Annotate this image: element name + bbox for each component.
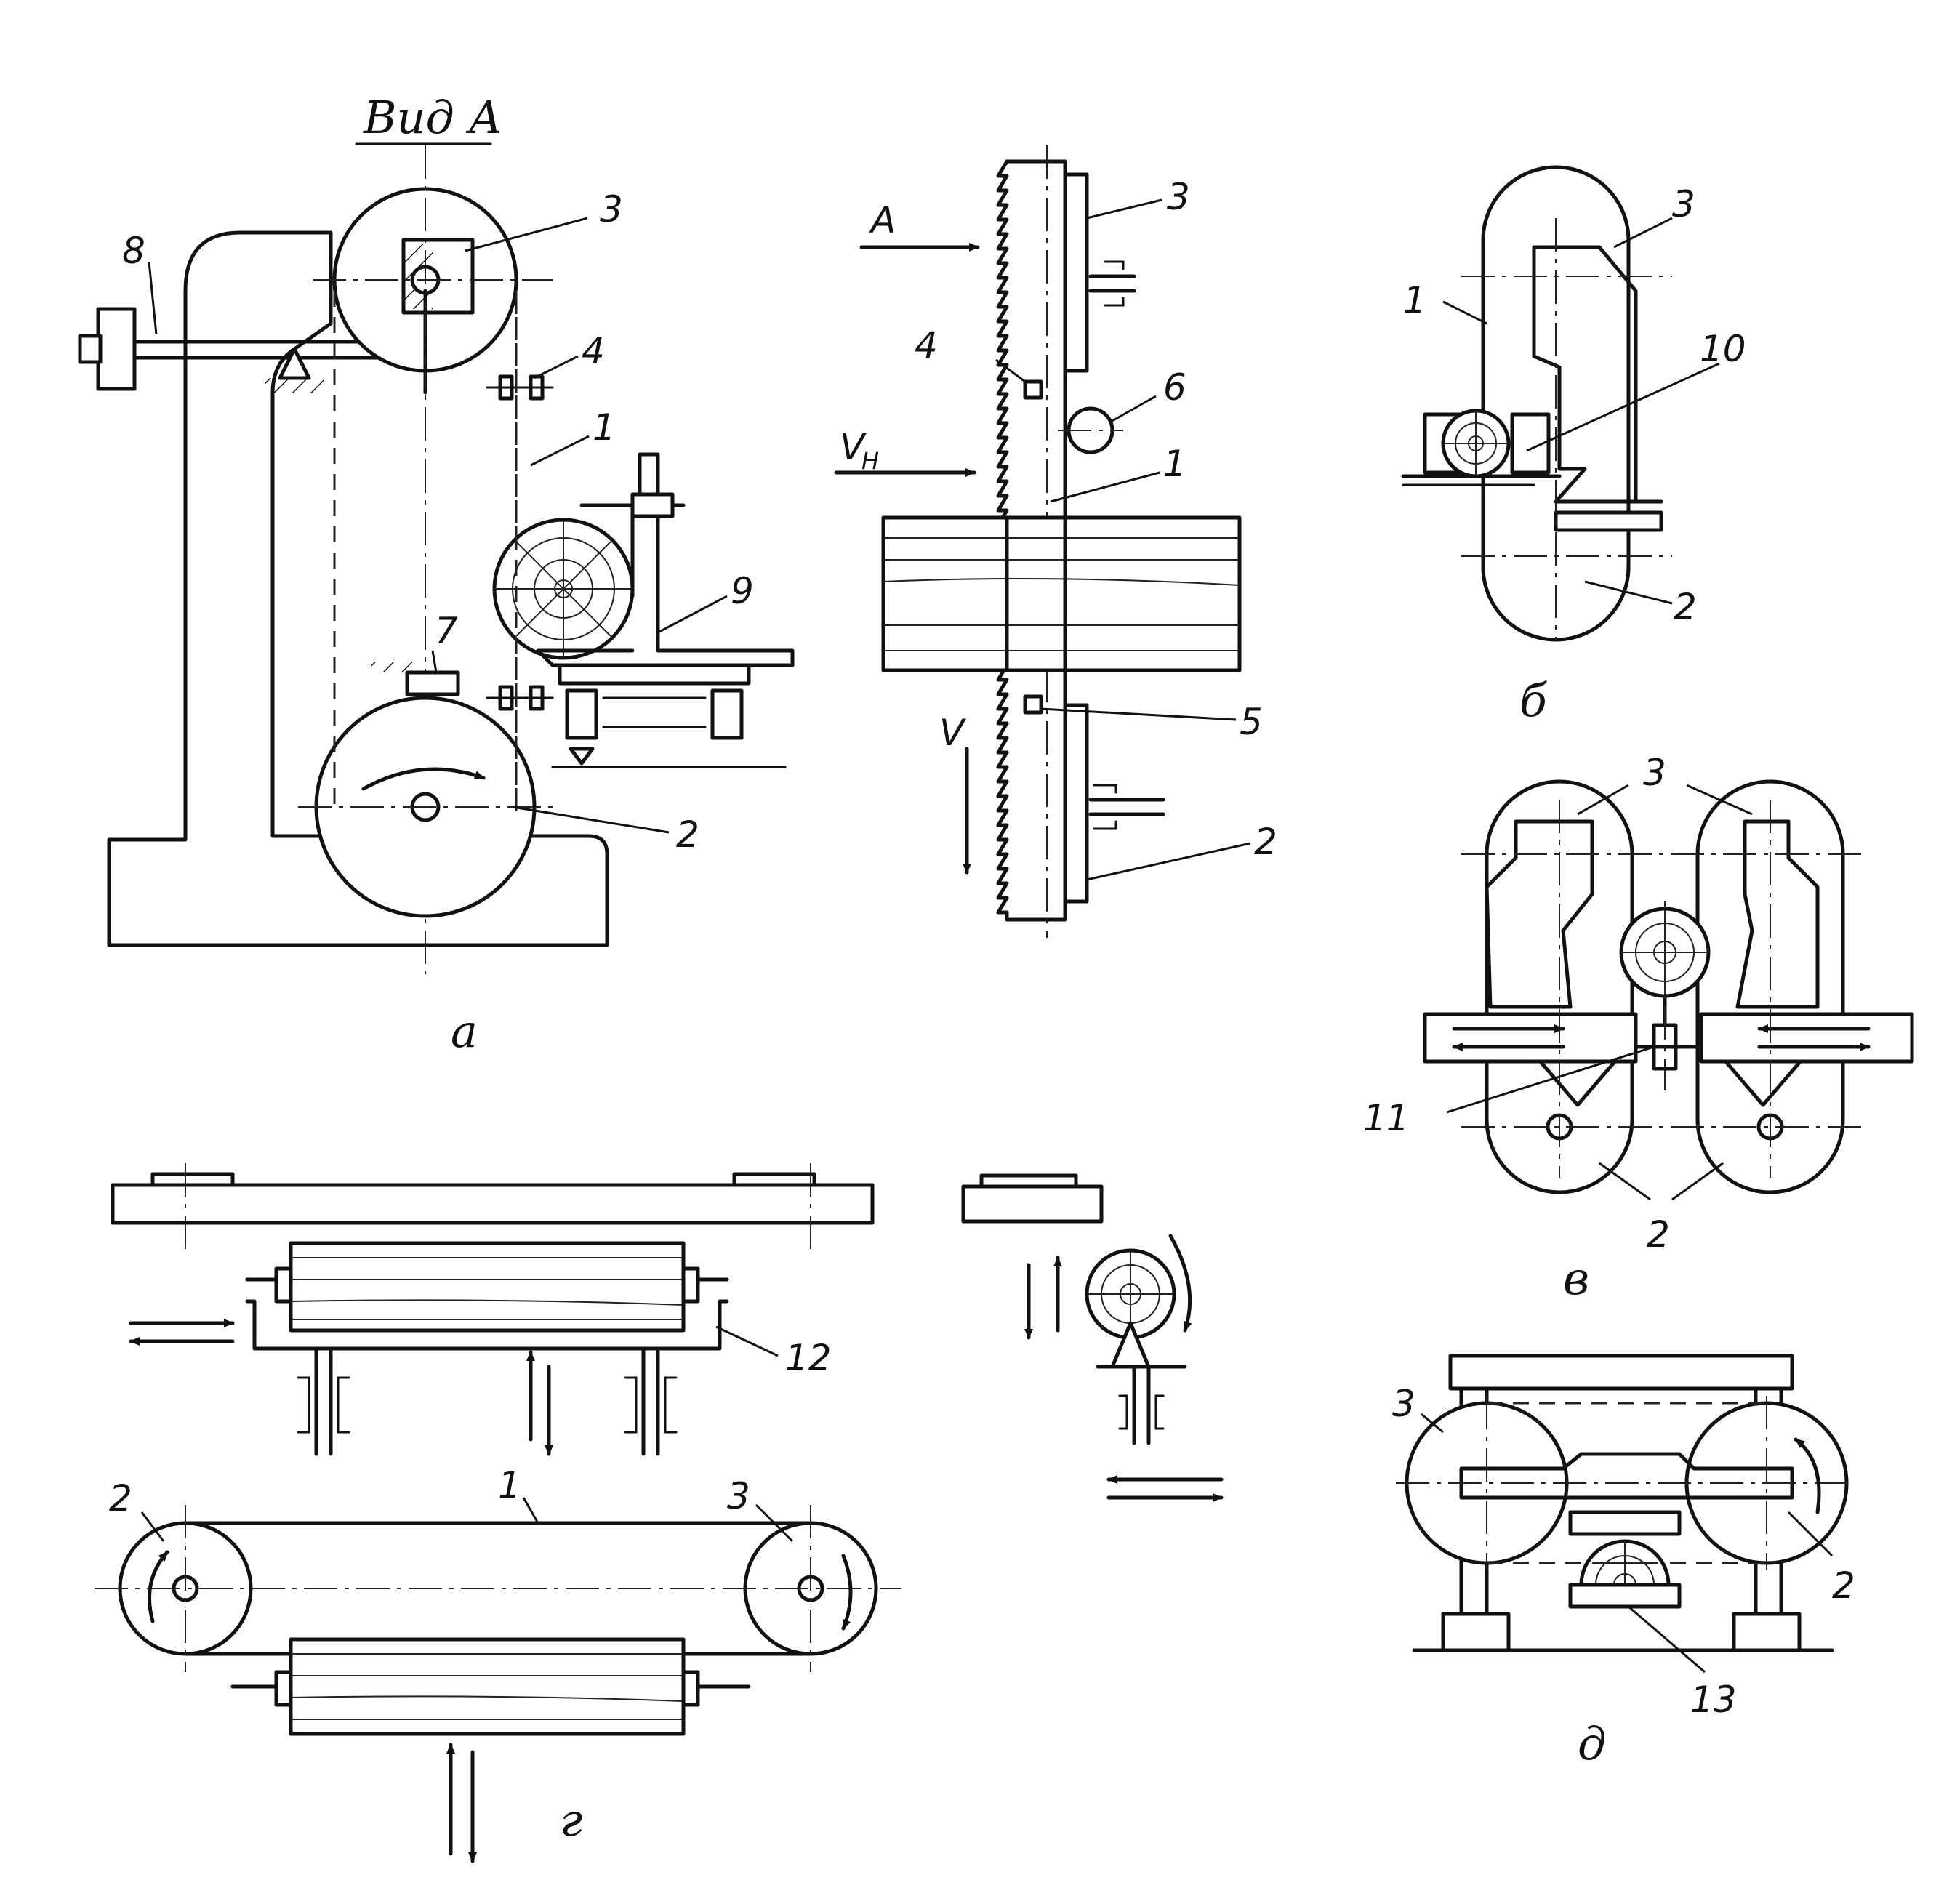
log-lower: [289, 1637, 686, 1736]
log-horizontal: [289, 1241, 686, 1333]
panel-label-d: д: [1578, 1717, 1606, 1770]
tension-shaft-hub: [78, 334, 103, 364]
rotation-arrow: [361, 767, 486, 791]
upper-clamp-d: [1568, 1510, 1682, 1536]
carriage-base: [558, 663, 751, 686]
label-3-g: 3: [727, 1475, 750, 1517]
blade-cleaner: [405, 670, 460, 696]
panel-g-horizontal-saw: [95, 1163, 1224, 1863]
tension-weight: [96, 307, 137, 391]
blade-front-view: [834, 145, 1251, 938]
frame-d: [1459, 1452, 1794, 1500]
upper-guide-block: [1023, 379, 1043, 400]
label-1-mid: 1: [1163, 443, 1186, 485]
label-3-b: 3: [1672, 183, 1695, 225]
label-4-mid: 4: [915, 324, 938, 366]
label-2-mid: 2: [1254, 821, 1277, 863]
label-2-a: 2: [676, 814, 699, 856]
lower-pulley-edge: [1063, 703, 1089, 904]
panel-b-single-saw: [1401, 165, 1720, 642]
saw-frame-b: [1532, 245, 1638, 504]
pivot-support: [278, 347, 311, 380]
panel-v-twin-saws: [1423, 779, 1914, 1201]
view-title: Вид А: [363, 91, 502, 144]
label-feed-speed-sub: Н: [861, 447, 879, 475]
label-feed-speed: V: [840, 426, 867, 468]
label-3-d: 3: [1392, 1383, 1415, 1425]
pivot-hatch: [265, 378, 324, 393]
right-saw-frame: [1735, 819, 1820, 1009]
label-3-a: 3: [600, 188, 623, 230]
top-beam: [111, 1183, 875, 1225]
label-1-a: 1: [593, 406, 616, 449]
label-cutting-speed: V: [939, 712, 967, 754]
log-front: [881, 515, 1242, 672]
upper-pulley-edge: [1063, 172, 1089, 373]
label-2-b: 2: [1674, 586, 1697, 628]
blade-teeth: [996, 159, 1009, 556]
roller-13: [1568, 1583, 1682, 1609]
label-2-g: 2: [109, 1477, 132, 1519]
panel-label-v: в: [1563, 1252, 1589, 1305]
panel-a-band-saw-side-view: [78, 145, 795, 974]
label-13: 13: [1690, 1679, 1737, 1721]
label-4-a: 4: [582, 330, 605, 372]
right-carriage: [1699, 1012, 1914, 1064]
label-9: 9: [731, 570, 754, 612]
label-8: 8: [122, 230, 145, 272]
panel-label-g: г: [560, 1793, 582, 1847]
label-3-v: 3: [1643, 752, 1666, 794]
label-11: 11: [1363, 1097, 1410, 1139]
label-7: 7: [435, 610, 458, 652]
table-12: [245, 1299, 729, 1351]
label-12: 12: [785, 1337, 832, 1379]
carriage-leg: [565, 688, 598, 740]
carriage-clamp-head: [630, 492, 675, 518]
top-beam-d: [1448, 1354, 1794, 1391]
label-1-g: 1: [498, 1464, 521, 1506]
label-2-d: 2: [1832, 1564, 1855, 1607]
lower-guide-block: [1023, 694, 1043, 715]
label-1-b: 1: [1403, 279, 1426, 321]
panel-label-a: а: [451, 1005, 478, 1058]
label-6: 6: [1163, 366, 1186, 409]
left-saw-frame: [1485, 819, 1594, 1009]
left-carriage: [1423, 1012, 1638, 1064]
label-5: 5: [1240, 701, 1263, 743]
label-view-a: А: [869, 199, 896, 241]
label-2-v: 2: [1647, 1213, 1670, 1256]
label-10: 10: [1700, 328, 1746, 370]
carriage-leg-right: [710, 688, 744, 740]
panel-label-b: б: [1519, 674, 1548, 727]
panel-d-horizontal-saw: [1396, 1354, 1854, 1674]
blade-teeth-lower: [996, 663, 1009, 922]
label-3-mid: 3: [1167, 176, 1190, 218]
cleaner-hatch: [371, 662, 422, 672]
side-beam: [961, 1184, 1104, 1224]
